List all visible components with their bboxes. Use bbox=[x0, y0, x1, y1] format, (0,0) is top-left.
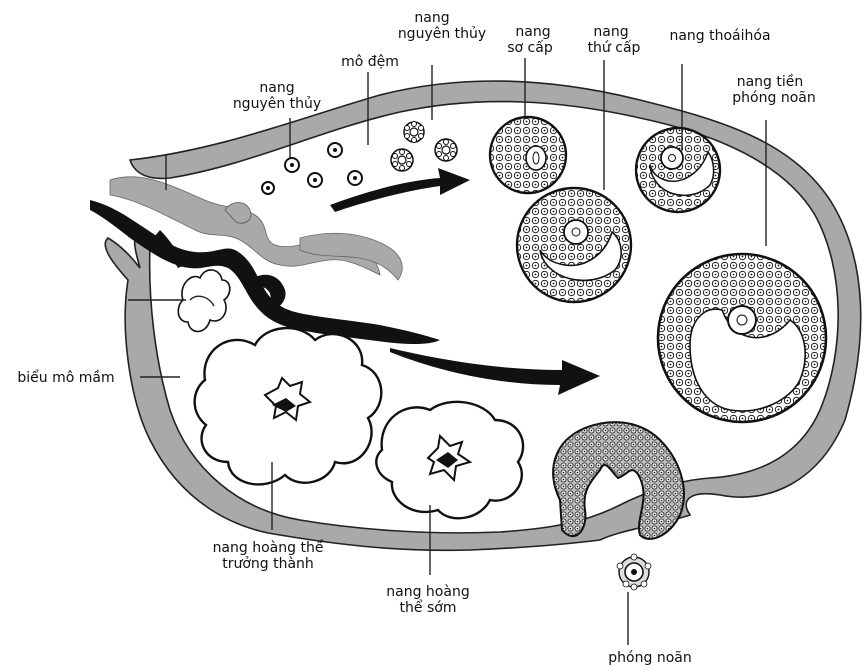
label-nang-hoang-the-som-2: thể sớm bbox=[400, 599, 457, 616]
label-phong-noan: phóng noãn bbox=[608, 650, 691, 666]
primordial-follicle-nucleus bbox=[333, 148, 337, 152]
label-nang-hoang-the-som-1: nang hoàng bbox=[386, 584, 469, 600]
primordial-follicle-nucleus bbox=[353, 176, 357, 180]
mature-corpus-luteum bbox=[195, 328, 382, 484]
label-nang-so-cap-1: nang bbox=[515, 24, 550, 40]
secondary-follicle bbox=[517, 188, 631, 302]
label-mo-dem: mô đệm bbox=[341, 54, 399, 70]
primordial-follicles bbox=[262, 143, 362, 194]
early-follicle bbox=[435, 139, 457, 161]
primordial-follicle-nucleus bbox=[266, 186, 270, 190]
gray-ribbon bbox=[110, 177, 402, 280]
primary-follicle bbox=[490, 117, 566, 193]
label-nang-tien-phong-noan-1: nang tiền bbox=[737, 73, 804, 90]
primordial-follicle-nucleus bbox=[313, 178, 317, 182]
atretic-follicle bbox=[636, 128, 720, 212]
label-nang-nguyen-thuy-top-2: nguyên thủy bbox=[398, 26, 486, 42]
preovulatory-follicle bbox=[658, 254, 826, 422]
early-follicle bbox=[391, 149, 413, 171]
corpus-albicans bbox=[178, 270, 230, 332]
label-nang-so-cap-2: sơ cấp bbox=[507, 40, 553, 56]
label-nang-nguyen-thuy-left-2: nguyên thủy bbox=[233, 96, 321, 112]
label-nang-hoang-the-truong-thanh-2: trưởng thành bbox=[222, 556, 314, 572]
label-nang-tien-phong-noan-2: phóng noãn bbox=[732, 90, 815, 106]
early-follicle-cluster bbox=[391, 122, 457, 172]
early-follicle bbox=[404, 122, 424, 143]
released-ovum bbox=[617, 554, 651, 590]
growth-arrow-bottom bbox=[390, 348, 600, 395]
label-nang-thu-cap-2: thứ cấp bbox=[588, 40, 641, 56]
label-nang-nguyen-thuy-left-1: nang bbox=[259, 80, 294, 96]
label-bieu-mo-mam: biểu mô mầm bbox=[17, 369, 114, 386]
label-nang-hoang-the-truong-thanh-1: nang hoàng thể bbox=[213, 539, 324, 556]
label-nang-nguyen-thuy-top-1: nang bbox=[414, 10, 449, 26]
primordial-follicle-nucleus bbox=[290, 163, 294, 167]
label-nang-thoai-hoa: nang thoáihóa bbox=[669, 28, 770, 44]
label-nang-thu-cap-1: nang bbox=[593, 24, 628, 40]
early-corpus-luteum bbox=[376, 402, 523, 518]
